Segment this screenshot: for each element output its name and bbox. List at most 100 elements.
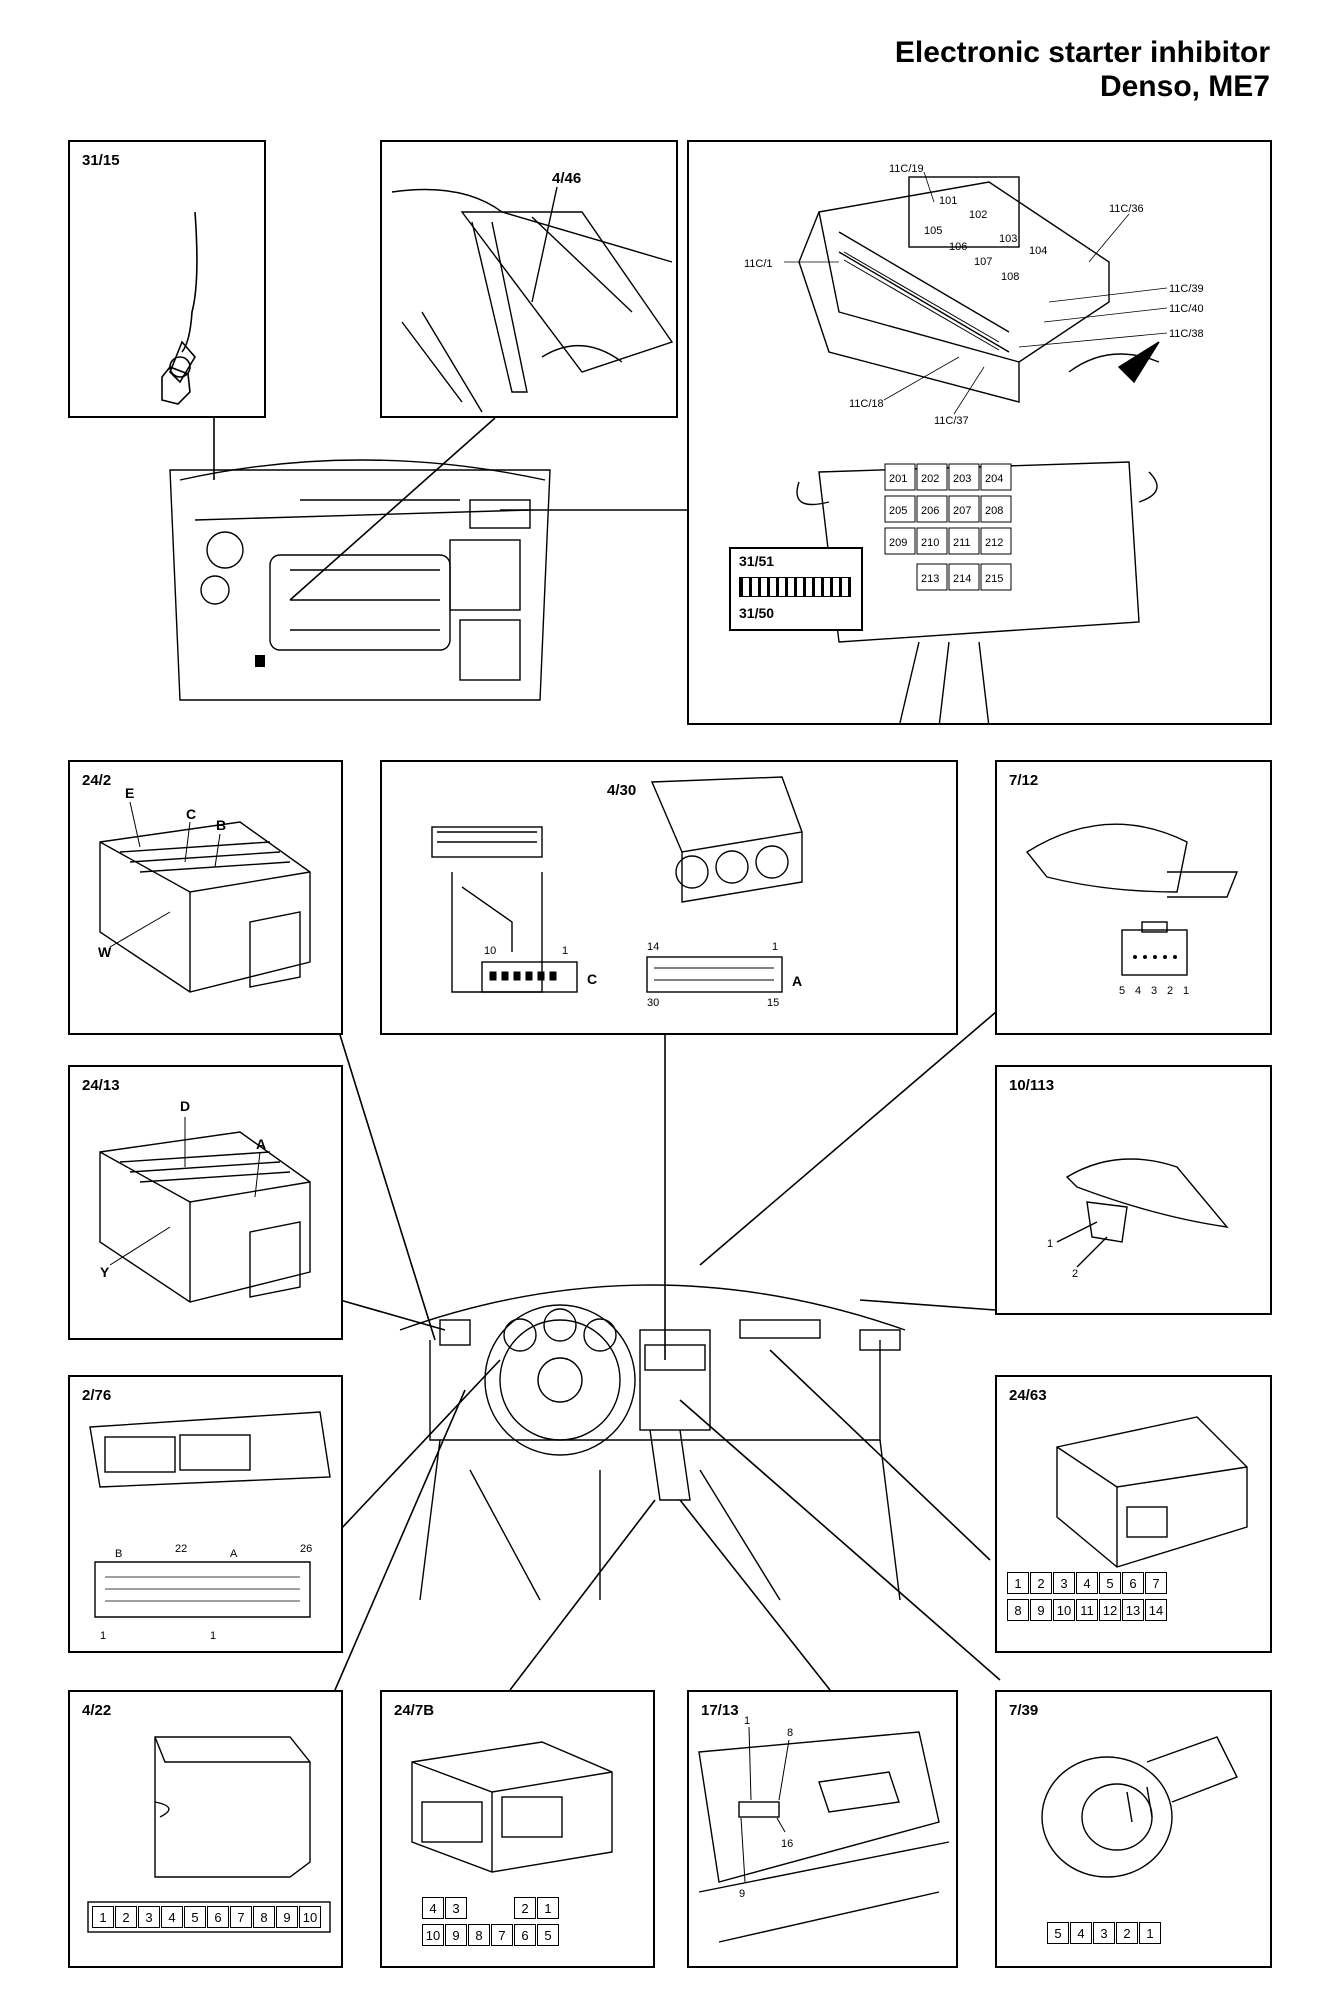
relay-slot: [980, 563, 1012, 591]
connector-c-pins: [489, 971, 557, 981]
relay-211: 211: [953, 537, 971, 549]
panel-label: 2/76: [82, 1387, 112, 1404]
pin-5: 5: [1119, 985, 1125, 997]
pin-4: 4: [1135, 985, 1141, 997]
pin-cell: 7: [1145, 1572, 1167, 1594]
panel-label: 31/15: [82, 152, 120, 169]
panel-4-46: 4/46: [380, 140, 678, 418]
pin-cell: 2: [1116, 1922, 1138, 1944]
pin-cell: 11: [1076, 1599, 1098, 1621]
junction-box-icon: E C B W: [98, 785, 311, 993]
pin-cell: 5: [1047, 1922, 1069, 1944]
fuse-108: 108: [1001, 271, 1019, 283]
ecm-mark-22: 22: [175, 1543, 187, 1555]
panel-7-12: 7/12 5 4 3 2 1: [995, 760, 1272, 1035]
relay-slot: [980, 527, 1012, 555]
relay-201: 201: [889, 473, 907, 485]
callout-11c-36: 11C/36: [1109, 203, 1144, 215]
pin-cell: 9: [1030, 1599, 1052, 1621]
pin-cell: 10: [299, 1906, 321, 1928]
relay-slot: [916, 527, 948, 555]
relay-slot: [916, 495, 948, 523]
connector-icon: [411, 1741, 613, 1873]
callout-11c-38: 11C/38: [1169, 328, 1204, 340]
climate-control-drawing: 10 1 C 14 1 30 15 A: [431, 776, 803, 1009]
callout-11c-1: 11C/1: [744, 258, 773, 270]
relay-slot: [948, 495, 980, 523]
pin-cell: 13: [1122, 1599, 1144, 1621]
diagram-title: Electronic starter inhibitor Denso, ME7: [895, 36, 1270, 104]
pin-cell: 5: [1099, 1572, 1121, 1594]
pin-1: 1: [1183, 985, 1189, 997]
panel-4-30: 4/30 10 1 C 14 1 30 15 A: [380, 760, 958, 1035]
panel-17-13: 17/13 1 8 16 9: [687, 1690, 958, 1968]
fuse-107: 107: [974, 256, 992, 268]
ignition-switch-icon: [1041, 1736, 1238, 1878]
ecm-mark-1b: 1: [210, 1630, 216, 1642]
pin-cell: 2: [1030, 1572, 1052, 1594]
relay-210: 210: [921, 537, 939, 549]
ecm-mark-26: 26: [300, 1543, 312, 1555]
pin-cell: 4: [161, 1906, 183, 1928]
pin-cell: 10: [422, 1924, 444, 1946]
letter-e: E: [125, 785, 134, 801]
relay-204: 204: [985, 473, 1003, 485]
relay-205: 205: [889, 505, 907, 517]
panel-relay-box: 11C/19 11C/36 11C/1 11C/39 11C/40 11C/38…: [687, 140, 1272, 725]
fuse-101: 101: [939, 195, 957, 207]
letter-b: B: [216, 817, 226, 833]
panel-label: 24/63: [1009, 1387, 1047, 1404]
fuse-102: 102: [969, 209, 987, 221]
relay-202: 202: [921, 473, 939, 485]
pin-a-14: 14: [647, 941, 659, 953]
relay-callouts: 11C/19 11C/36 11C/1 11C/39 11C/40 11C/38…: [744, 163, 1204, 427]
pin-cell: 3: [1053, 1572, 1075, 1594]
pin-cell: 8: [253, 1906, 275, 1928]
pin-cell: 6: [1122, 1572, 1144, 1594]
connector-31-51-label: 31/51: [739, 553, 775, 569]
pin-cell: 2: [514, 1897, 536, 1919]
pin-cell: 4: [1070, 1922, 1092, 1944]
connector-icon: [1056, 1416, 1248, 1568]
connector-31-51-box: 31/51 31/50: [729, 547, 863, 631]
sensor-icon: 5 4 3 2 1: [1025, 823, 1239, 997]
pin-cell: 9: [445, 1924, 467, 1946]
fuse-103: 103: [999, 233, 1017, 245]
relay-slot: [884, 463, 916, 491]
relay-slot: [916, 463, 948, 491]
pin-cell: 10: [1053, 1599, 1075, 1621]
pin-cell: 6: [207, 1906, 229, 1928]
pin-cell: 2: [115, 1906, 137, 1928]
pin-1: 1: [1047, 1238, 1053, 1250]
relay-slot: [980, 495, 1012, 523]
relay-slot: [948, 527, 980, 555]
pin-cell: 9: [276, 1906, 298, 1928]
panel-24-13: 24/13 D A Y: [68, 1065, 343, 1340]
diagnostic-socket-drawing: 1 8 16 9: [698, 1715, 950, 1943]
callout-11c-39: 11C/39: [1169, 283, 1204, 295]
panel-label: 4/30: [607, 782, 637, 799]
fuse-slots: [843, 251, 1000, 351]
socket-pin-9: 9: [739, 1888, 745, 1900]
pin-a-1: 1: [772, 941, 778, 953]
relay-box-drawing: 11C/19 11C/36 11C/1 11C/39 11C/40 11C/38…: [744, 163, 1204, 723]
connector-31-51-drawing: [739, 577, 851, 597]
pin-3: 3: [1151, 985, 1157, 997]
pin-cell: 7: [491, 1924, 513, 1946]
relay-206: 206: [921, 505, 939, 517]
letter-d: D: [180, 1098, 190, 1114]
connector-a-pins: [654, 967, 774, 981]
relay-209: 209: [889, 537, 907, 549]
relay-slot: [916, 563, 948, 591]
pin-cell: 14: [1145, 1599, 1167, 1621]
pin-cell: 4: [422, 1897, 444, 1919]
panel-2-76: 2/76 B 22 A 26 1 1: [68, 1375, 343, 1653]
letter-w: W: [98, 944, 112, 960]
